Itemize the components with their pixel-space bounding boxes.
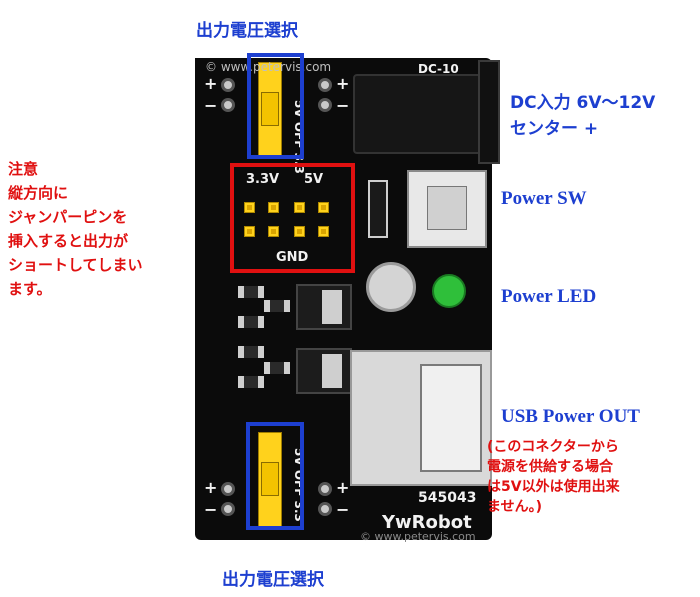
bottom-right-minus: − xyxy=(336,500,350,519)
top-jumper-highlight xyxy=(247,53,304,159)
dc-jack-front xyxy=(478,60,500,164)
top-right-pad-1 xyxy=(318,78,332,92)
dc-input-label-1: DC入力 6V〜12V xyxy=(510,93,656,113)
power-led-label: Power LED xyxy=(501,286,597,307)
regulator-2-tab xyxy=(322,354,342,388)
bottom-right-pad-1 xyxy=(318,482,332,496)
top-left-pad-1 xyxy=(221,78,235,92)
warning-line-3: ジャンパーピンを xyxy=(8,208,128,226)
usb-power-out-label: USB Power OUT xyxy=(501,406,640,427)
bottom-left-plus: + xyxy=(204,478,218,497)
top-left-plus: + xyxy=(204,74,218,93)
smd-resistor xyxy=(264,362,290,374)
usb-port-slot xyxy=(420,364,482,472)
usb-note-line-1: (このコネクターから xyxy=(487,439,619,455)
serial-silk: 545043 xyxy=(418,490,477,506)
bottom-voltage-select-label: 出力電圧選択 xyxy=(222,570,324,590)
power-switch-button xyxy=(427,186,467,230)
header-pin xyxy=(318,202,329,213)
smd-resistor xyxy=(238,286,264,298)
warning-line-1: 注意 xyxy=(8,160,39,178)
smd-resistor xyxy=(238,346,264,358)
regulator-1-tab xyxy=(322,290,342,324)
smd-resistor xyxy=(264,300,290,312)
dc-input-label-2: センター + xyxy=(510,119,599,139)
header-pin xyxy=(294,226,305,237)
bottom-right-pad-2 xyxy=(318,502,332,516)
warning-line-5: ショートしてしまい xyxy=(8,256,143,274)
bottom-jumper-highlight xyxy=(246,422,304,530)
top-left-pad-2 xyxy=(221,98,235,112)
header-pin xyxy=(244,226,255,237)
watermark-bottom: © www.petervis.com xyxy=(360,530,476,543)
header-pin xyxy=(318,226,329,237)
header-silk-gnd: GND xyxy=(276,250,309,265)
warning-line-4: 挿入すると出力が xyxy=(8,232,129,250)
dc-jack xyxy=(353,74,497,154)
bottom-left-minus: − xyxy=(204,500,218,519)
smd-resistor xyxy=(238,316,264,328)
power-led xyxy=(432,274,466,308)
top-right-plus: + xyxy=(336,74,350,93)
warning-line-2: 縦方向に xyxy=(8,184,69,202)
output-header-highlight xyxy=(230,163,355,273)
usb-note-line-2: 電源を供給する場合 xyxy=(487,459,613,475)
usb-note-line-3: は5V以外は使用出来 xyxy=(487,479,620,495)
top-right-minus: − xyxy=(336,96,350,115)
bottom-jumper-cap xyxy=(261,462,279,496)
header-pin xyxy=(268,226,279,237)
top-voltage-select-label: 出力電圧選択 xyxy=(196,21,298,41)
bottom-left-pad-1 xyxy=(221,482,235,496)
capacitor xyxy=(366,262,416,312)
header-silk-33: 3.3V xyxy=(246,172,280,187)
watermark-top: © www.petervis.com xyxy=(205,60,332,74)
top-jumper-cap xyxy=(261,92,279,126)
brand-silk: YwRobot xyxy=(382,512,472,533)
top-left-minus: − xyxy=(204,96,218,115)
power-sw-label: Power SW xyxy=(501,188,587,209)
bottom-left-pad-2 xyxy=(221,502,235,516)
power-switch-header xyxy=(368,180,388,238)
top-right-pad-2 xyxy=(318,98,332,112)
header-pin xyxy=(294,202,305,213)
header-silk-5: 5V xyxy=(304,172,324,187)
warning-line-6: ます。 xyxy=(8,280,52,298)
header-pin xyxy=(268,202,279,213)
dc-silk: DC-10 xyxy=(418,62,459,76)
smd-resistor xyxy=(238,376,264,388)
bottom-right-plus: + xyxy=(336,478,350,497)
usb-note-line-4: ません。) xyxy=(487,499,542,515)
header-pin xyxy=(244,202,255,213)
